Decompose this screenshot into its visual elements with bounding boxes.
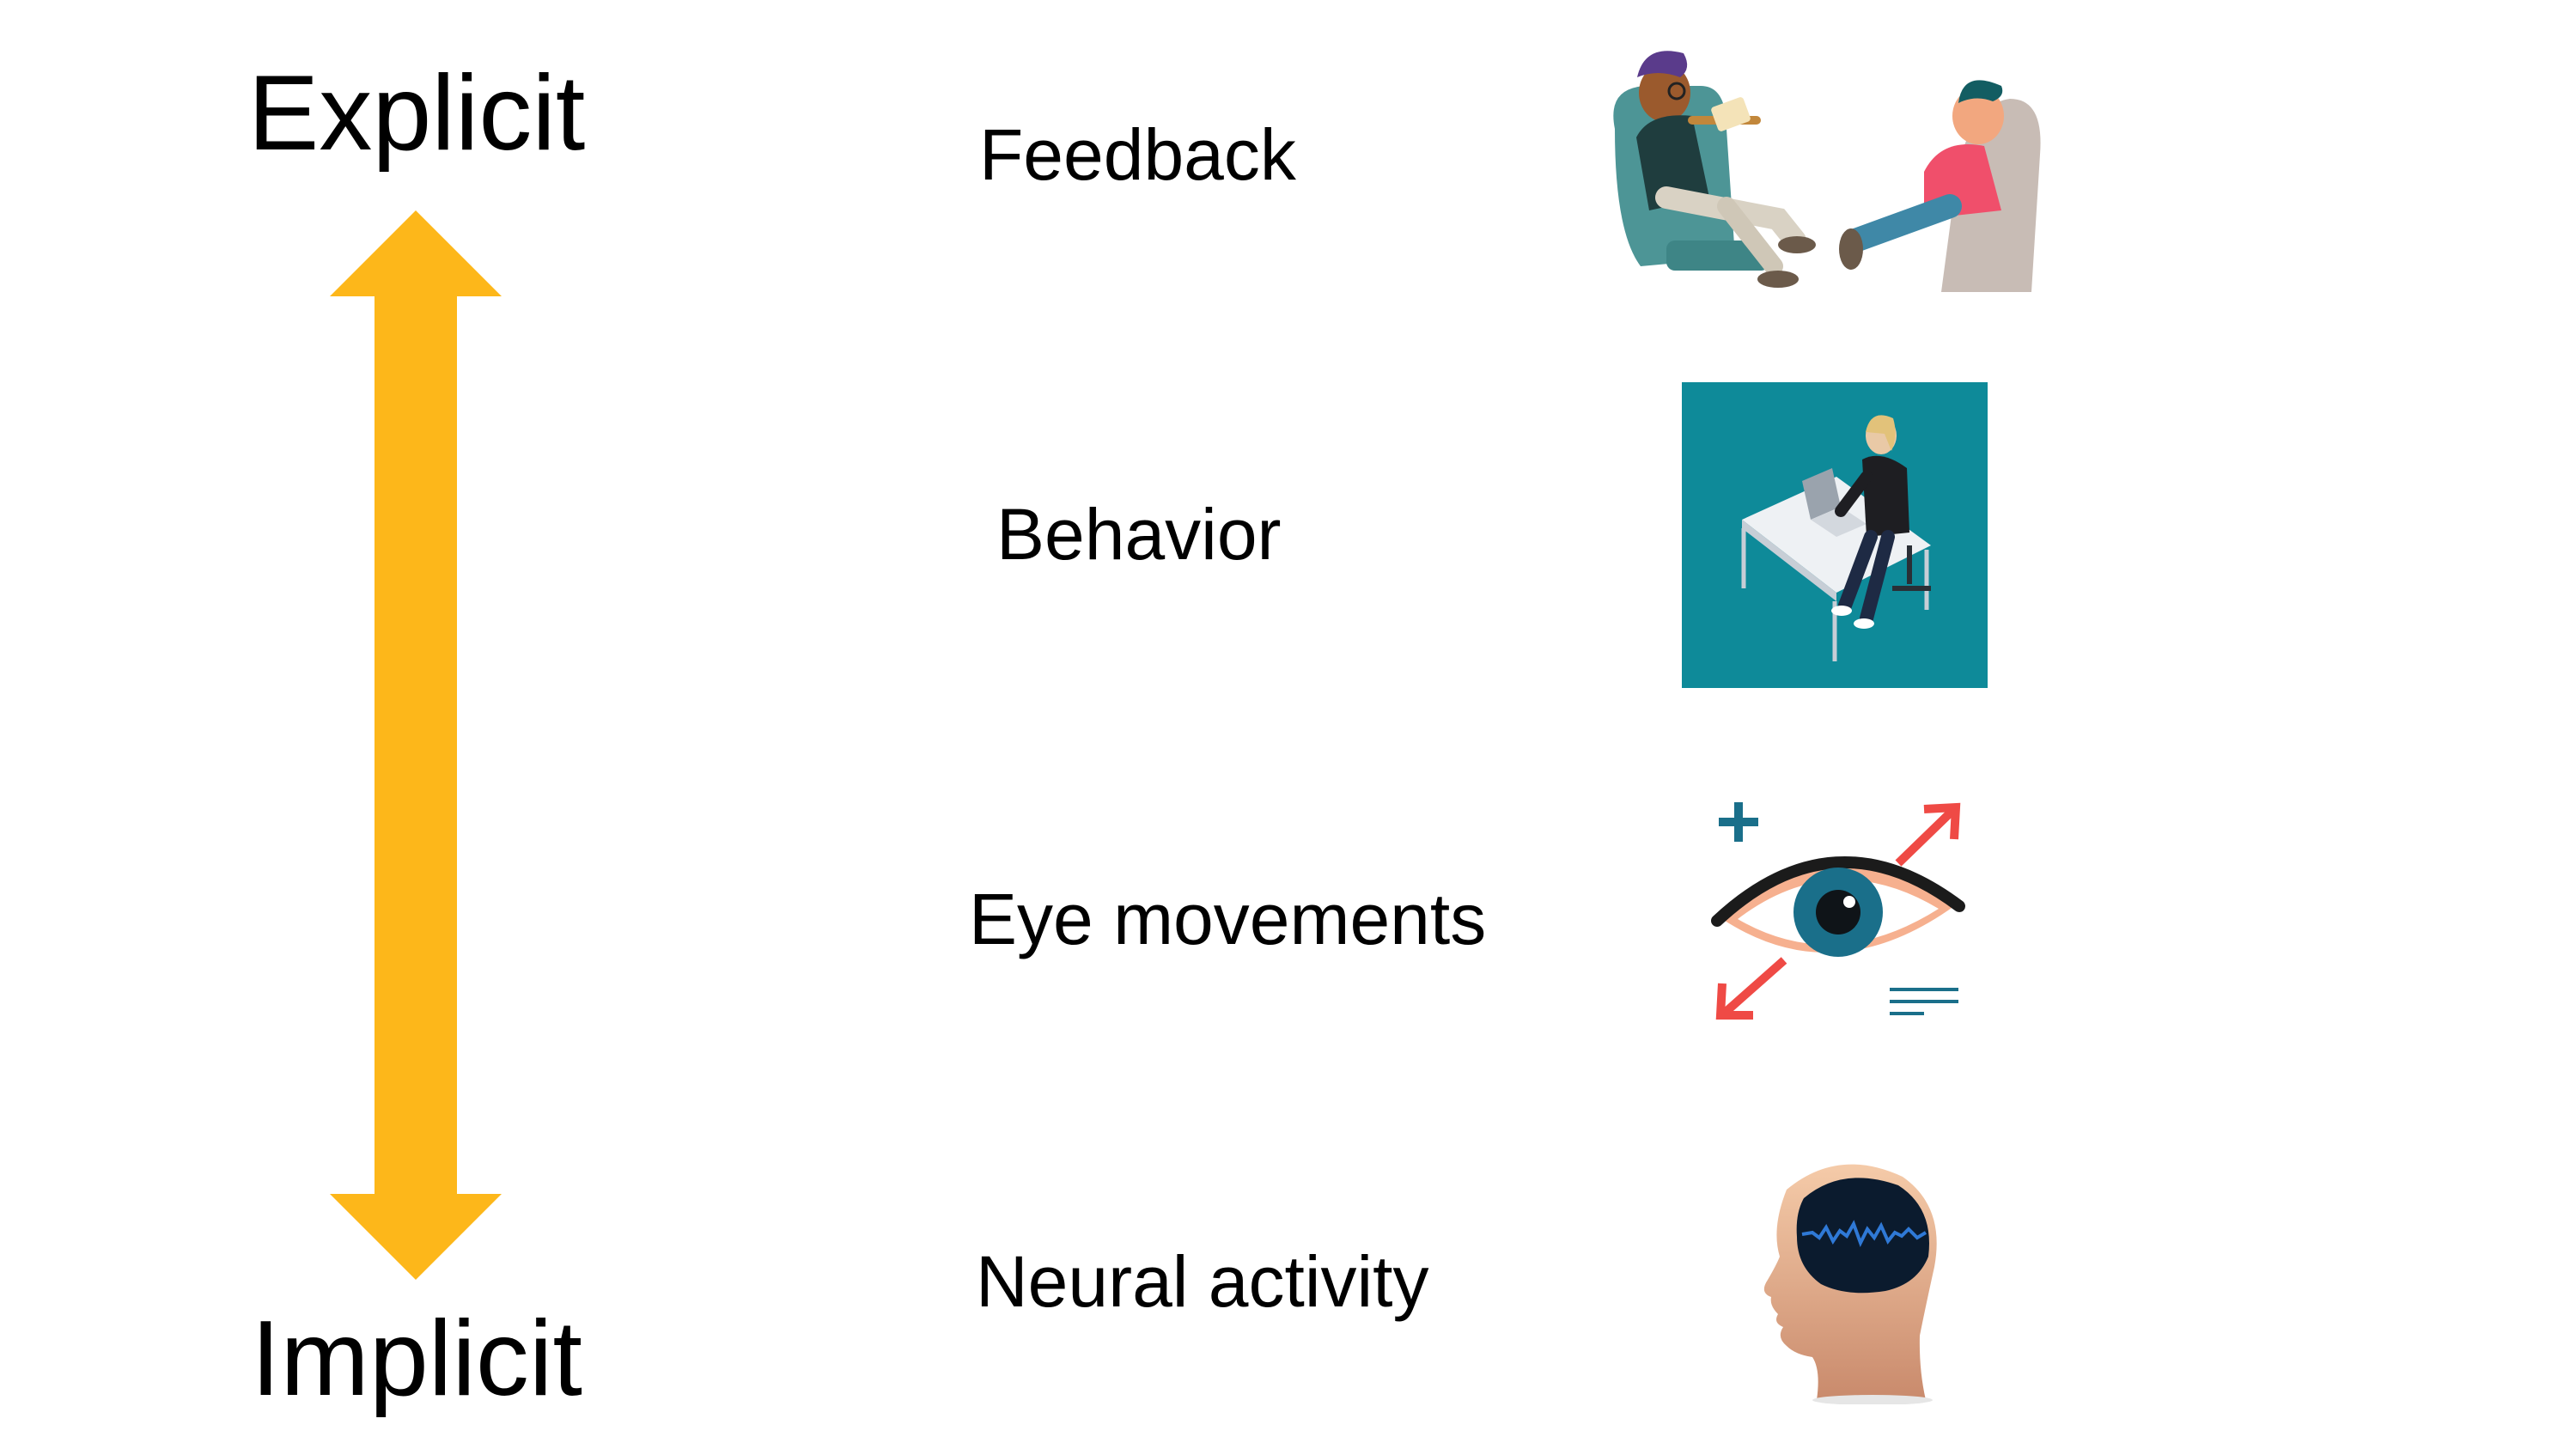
double-headed-arrow-shape	[330, 210, 502, 1280]
therapist-conversation-icon	[1613, 51, 2041, 292]
row-label-feedback: Feedback	[979, 114, 1296, 195]
double-headed-arrow	[330, 210, 502, 1280]
brain-wave-line	[1801, 1220, 1927, 1248]
explicit-label: Explicit	[247, 54, 586, 173]
row-label-behavior: Behavior	[996, 494, 1282, 575]
implicit-label: Implicit	[251, 1300, 582, 1418]
brain-activity-head-icon	[1763, 1164, 1937, 1404]
person-at-laptop-desk-icon	[1682, 382, 1988, 688]
row-label-eye-movements: Eye movements	[969, 879, 1487, 959]
row-label-neural-activity: Neural activity	[976, 1241, 1429, 1322]
eye-tracking-icon	[1711, 802, 1965, 1020]
